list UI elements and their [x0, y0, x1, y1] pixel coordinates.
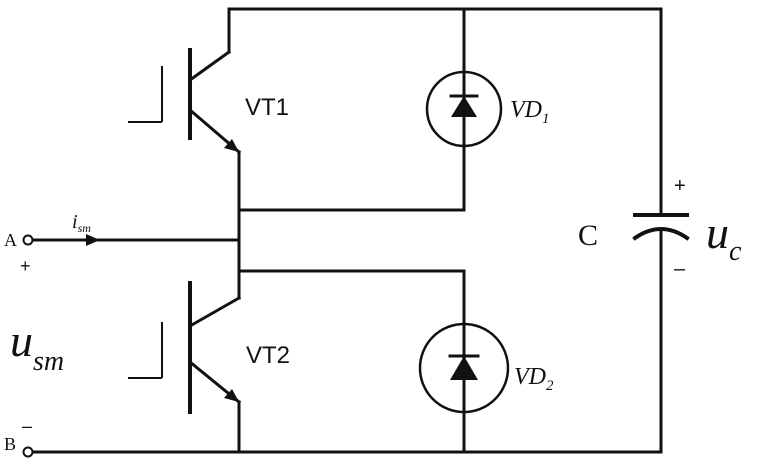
vd1-label-main: VD [510, 97, 542, 123]
terminal-b: B – [4, 416, 34, 458]
vd2-triangle [450, 356, 478, 380]
vd1-label-sub: 1 [542, 111, 550, 127]
capacitor-label: C [578, 219, 598, 252]
vt1-label: VT1 [245, 94, 289, 121]
vt1-emitter-arrow [224, 139, 239, 152]
current-label: ism [72, 211, 91, 235]
current-annotation: ism [72, 211, 100, 246]
terminal-a: A + [4, 230, 34, 276]
capacitor-minus: – [674, 258, 686, 280]
terminal-a-sign: + [20, 256, 31, 276]
vt2-collector-lead [187, 295, 242, 329]
sm-voltage-main: u [10, 315, 33, 366]
wire-diode2-top [237, 269, 466, 324]
terminal-b-sign: – [22, 416, 32, 436]
current-label-sub: sm [78, 221, 92, 235]
capacitor-voltage-sub: c [729, 236, 742, 267]
diode-vd1: VD1 [425, 70, 550, 148]
vd2-label-sub: 2 [546, 378, 554, 394]
sm-voltage-label: usm [10, 315, 64, 377]
vd2-label-main: VD [514, 364, 546, 390]
vd2-label: VD2 [514, 364, 554, 394]
wire-right-lower [28, 231, 663, 454]
terminal-a-label: A [4, 230, 17, 250]
terminal-b-node [22, 446, 34, 458]
vd1-triangle [451, 96, 477, 117]
vt1-collector-lead [187, 49, 232, 83]
capacitor-voltage: uc [706, 207, 742, 267]
capacitor: C + – uc [578, 175, 742, 280]
transistor-vt2: VT2 [128, 281, 290, 414]
capacitor-voltage-main: u [706, 207, 729, 258]
wire-top-rail [227, 7, 663, 187]
capacitor-plus: + [674, 175, 686, 197]
vd1-label: VD1 [510, 97, 550, 127]
current-arrow [86, 234, 100, 246]
terminal-a-node [22, 234, 34, 246]
diode-vd2: VD2 [418, 322, 554, 414]
terminal-b-label: B [4, 434, 16, 454]
wire-diode1-bottom [237, 144, 466, 212]
current-label-main: i [72, 211, 78, 233]
wiring [28, 7, 663, 454]
transistor-vt1: VT1 [128, 48, 289, 155]
vt2-label: VT2 [246, 342, 290, 369]
vt2-emitter-arrow [224, 389, 239, 402]
sm-voltage-sub: sm [33, 346, 64, 377]
